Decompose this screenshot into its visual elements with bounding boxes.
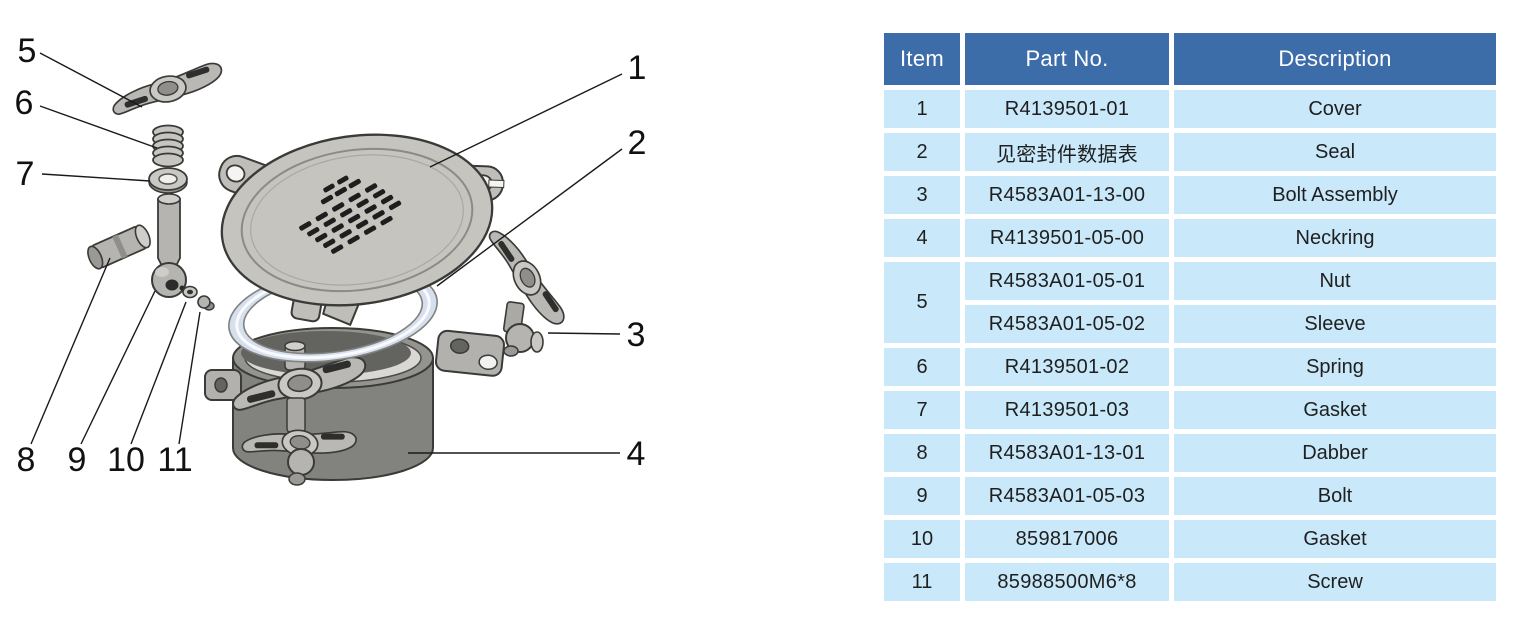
table-cell-part: R4583A01-05-02	[965, 305, 1169, 343]
table-cell-description: Spring	[1174, 348, 1496, 386]
neckring-bolt-assembly	[228, 340, 370, 486]
table-cell-part: R4583A01-05-03	[965, 477, 1169, 515]
table-cell-item-merged: 5	[884, 262, 960, 343]
callout-7: 7	[16, 155, 35, 193]
callout-1: 1	[628, 49, 647, 87]
callout-4: 4	[627, 435, 646, 473]
small-gasket-part	[182, 285, 198, 299]
wing-nut-part	[107, 61, 227, 116]
leader-line-1	[429, 73, 623, 168]
table-cell-description: Bolt	[1174, 477, 1496, 515]
table-header-item: Item	[884, 33, 960, 85]
table-cell-part: R4139501-01	[965, 90, 1169, 128]
dabber-part	[87, 224, 151, 270]
table-cell-item: 4	[884, 219, 960, 257]
callout-labels: 5 6 7 8 9 10 11 1 2 3 4	[15, 32, 647, 479]
parts-table: Item Part No. Description 1 R4139501-01 …	[884, 33, 1496, 601]
table-cell-item: 8	[884, 434, 960, 472]
table-cell-item: 3	[884, 176, 960, 214]
neckring-lug-left	[204, 369, 242, 401]
table-cell-item: 10	[884, 520, 960, 558]
table-cell-description: Bolt Assembly	[1174, 176, 1496, 214]
leader-line-8	[30, 257, 111, 445]
callout-8: 8	[17, 441, 36, 479]
table-cell-item: 9	[884, 477, 960, 515]
table-cell-description: Cover	[1174, 90, 1496, 128]
table-cell-part: R4583A01-13-00	[965, 176, 1169, 214]
diagram-canvas: 5 6 7 8 9 10 11 1 2 3 4	[15, 32, 647, 486]
table-cell-description: Seal	[1174, 133, 1496, 171]
table-cell-part: R4139501-03	[965, 391, 1169, 429]
table-cell-part: R4583A01-05-01	[965, 262, 1169, 300]
table-cell-item: 2	[884, 133, 960, 171]
table-cell-description: Nut	[1174, 262, 1496, 300]
callout-10: 10	[107, 441, 145, 479]
leader-line-7	[41, 173, 151, 182]
callout-2: 2	[628, 124, 647, 162]
table-header-description: Description	[1174, 33, 1496, 85]
neckring-lug-right	[434, 329, 506, 377]
bolt-part	[151, 193, 187, 298]
table-cell-part: R4139501-05-00	[965, 219, 1169, 257]
leader-line-11	[178, 311, 201, 445]
table-cell-description: Gasket	[1174, 391, 1496, 429]
leader-lines	[30, 52, 623, 454]
table-cell-part: 859817006	[965, 520, 1169, 558]
leader-line-10	[130, 301, 187, 445]
table-cell-description: Neckring	[1174, 219, 1496, 257]
table-cell-item: 6	[884, 348, 960, 386]
table-cell-description: Sleeve	[1174, 305, 1496, 343]
exploded-view-diagram: 5 6 7 8 9 10 11 1 2 3 4	[15, 32, 647, 486]
table-header-part-no: Part No.	[965, 33, 1169, 85]
callout-11: 11	[157, 441, 192, 479]
table-cell-description: Gasket	[1174, 520, 1496, 558]
callout-6: 6	[15, 84, 34, 122]
gasket-part	[148, 167, 188, 194]
bolt-assembly-part	[486, 218, 568, 357]
table-cell-item: 11	[884, 563, 960, 601]
neckring-part	[204, 327, 506, 486]
table-cell-item: 7	[884, 391, 960, 429]
spring-part	[152, 124, 184, 168]
callout-3: 3	[627, 316, 646, 354]
callout-5: 5	[18, 32, 37, 70]
table-cell-description: Screw	[1174, 563, 1496, 601]
table-cell-part: 见密封件数据表	[965, 133, 1169, 171]
table-cell-item: 1	[884, 90, 960, 128]
table-cell-part: R4583A01-13-01	[965, 434, 1169, 472]
callout-9: 9	[68, 441, 87, 479]
cover-engraving	[299, 175, 402, 254]
cover-part	[218, 133, 505, 327]
leader-line-6	[39, 105, 158, 149]
leader-line-5	[39, 52, 143, 108]
screw-part	[197, 295, 215, 311]
table-cell-part: 85988500M6*8	[965, 563, 1169, 601]
leader-line-3	[547, 332, 621, 335]
table-cell-description: Dabber	[1174, 434, 1496, 472]
leader-line-2	[436, 148, 623, 287]
leader-line-9	[80, 290, 156, 445]
table-cell-part: R4139501-02	[965, 348, 1169, 386]
